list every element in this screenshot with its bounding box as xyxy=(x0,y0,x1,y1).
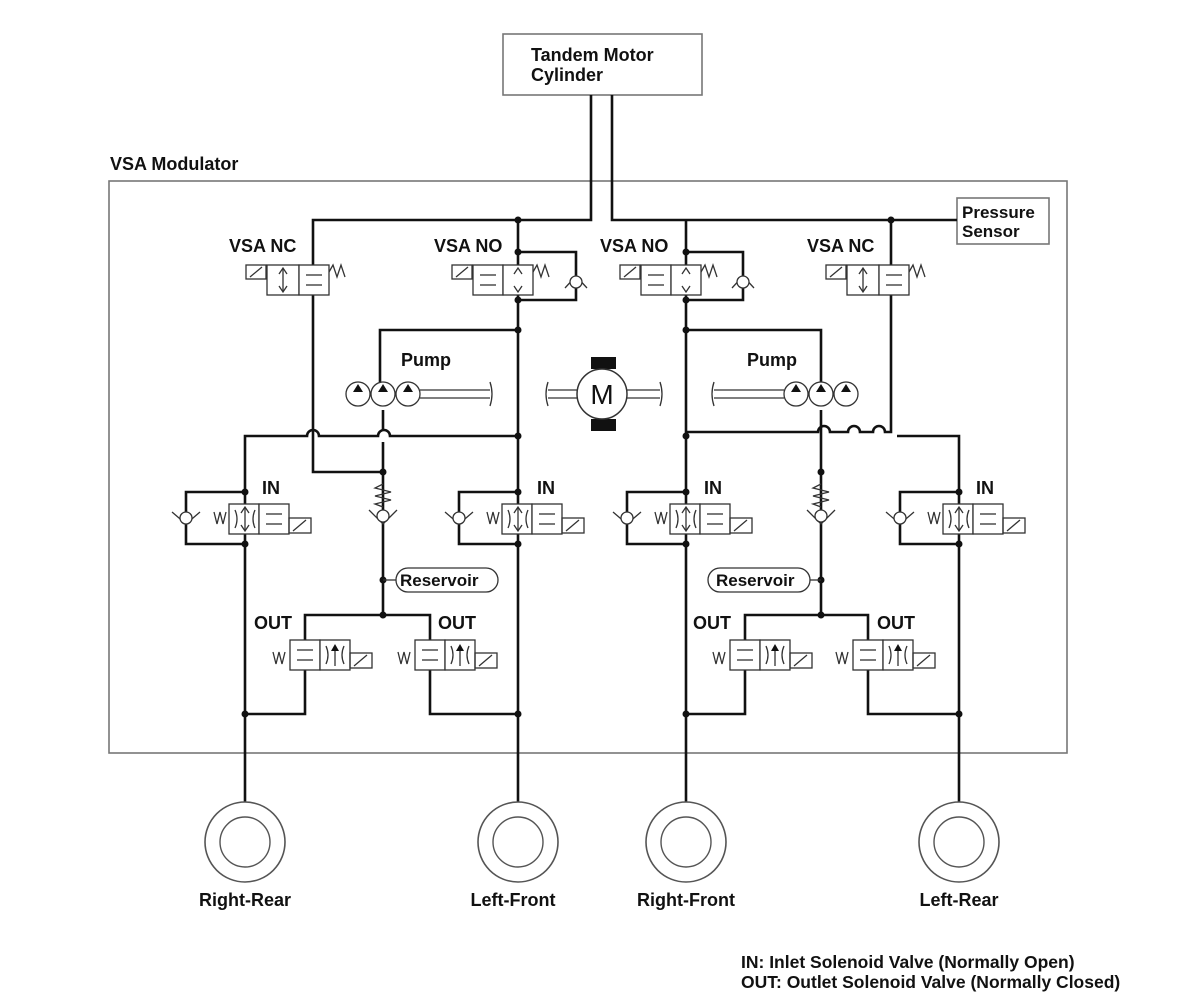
wheel-left-front: Left-Front xyxy=(471,801,559,910)
out-label-right-rear: OUT xyxy=(254,613,292,633)
pipe-circuit-right-feed xyxy=(610,95,957,222)
inlet-valve-right-rear: IN xyxy=(171,478,312,535)
vsa-no-label-right: VSA NO xyxy=(600,236,668,256)
outlet-valve-right-front: OUT xyxy=(693,613,813,671)
vsa-no-label-left: VSA NO xyxy=(434,236,502,256)
pump-label-right: Pump xyxy=(747,350,797,370)
pressure-sensor-box xyxy=(956,197,1050,245)
wheel-label-left-rear: Left-Rear xyxy=(919,890,998,910)
in-label-right-front: IN xyxy=(704,478,722,498)
legend-in-note: IN: Inlet Solenoid Valve (Normally Open) xyxy=(741,952,1075,972)
vsa-modulator-frame xyxy=(108,180,1068,754)
pump-right: Pump xyxy=(711,350,859,407)
inlet-valve-left-front: IN xyxy=(444,478,585,535)
vsa-nc-valve-left: VSA NC xyxy=(229,236,346,296)
pipe-right-nc-return xyxy=(686,220,893,434)
pump-left: Pump xyxy=(345,350,493,407)
wheel-right-front: Right-Front xyxy=(637,801,735,910)
pressure-sensor-label-2: Sensor xyxy=(962,222,1020,241)
reservoir-label-left: Reservoir xyxy=(400,571,479,590)
pressure-sensor: Pressure Sensor xyxy=(956,197,1050,245)
pipe-right-pump-outlet xyxy=(686,328,823,390)
tandem-motor-cylinder: Tandem Motor Cylinder xyxy=(502,33,703,96)
pipe-left-crossover xyxy=(243,428,518,802)
junction-nodes xyxy=(241,216,963,718)
tandem-motor-cylinder-label-1: Tandem Motor xyxy=(531,45,654,65)
hydraulic-lines xyxy=(184,95,961,802)
wheel-label-right-front: Right-Front xyxy=(637,890,735,910)
reservoir-right: Reservoir xyxy=(707,567,821,593)
vsa-modulator-label: VSA Modulator xyxy=(110,154,238,174)
in-label-left-front: IN xyxy=(537,478,555,498)
pipe-left-pump-outlet xyxy=(378,328,518,390)
out-label-left-rear: OUT xyxy=(877,613,915,633)
check-valve-right xyxy=(806,483,836,525)
tandem-motor-cylinder-box xyxy=(502,33,703,96)
pipe-circuit-left-feed xyxy=(311,95,593,474)
wheel-left-rear: Left-Rear xyxy=(918,801,1000,910)
pipe-left-rear-main xyxy=(897,434,961,802)
legend-notes: IN: Inlet Solenoid Valve (Normally Open)… xyxy=(741,952,1120,992)
pressure-sensor-label-1: Pressure xyxy=(962,203,1035,222)
motor-label: M xyxy=(590,379,613,410)
outlet-valve-right-rear: OUT xyxy=(254,613,373,671)
reservoir-left: Reservoir xyxy=(383,567,499,593)
motor-icon xyxy=(576,368,628,420)
vsa-nc-label-right: VSA NC xyxy=(807,236,874,256)
tandem-motor-cylinder-label-2: Cylinder xyxy=(531,65,603,85)
wheel-label-left-front: Left-Front xyxy=(471,890,556,910)
vsa-nc-valve-right: VSA NC xyxy=(807,236,926,296)
inlet-valve-right-front: IN xyxy=(612,478,753,535)
inlet-valve-left-rear: IN xyxy=(885,478,1026,535)
vsa-no-valve-left: VSA NO xyxy=(434,236,588,296)
reservoir-label-right: Reservoir xyxy=(716,571,795,590)
in-label-right-rear: IN xyxy=(262,478,280,498)
legend-out-note: OUT: Outlet Solenoid Valve (Normally Clo… xyxy=(741,972,1120,992)
outlet-valve-left-rear: OUT xyxy=(835,613,936,671)
out-label-right-front: OUT xyxy=(693,613,731,633)
vsa-no-valve-right: VSA NO xyxy=(600,236,755,296)
wheel-label-right-rear: Right-Rear xyxy=(199,890,291,910)
check-valve-left xyxy=(368,483,398,525)
out-label-left-front: OUT xyxy=(438,613,476,633)
wheel-right-rear: Right-Rear xyxy=(199,801,291,910)
vsa-nc-label-left: VSA NC xyxy=(229,236,296,256)
in-label-left-rear: IN xyxy=(976,478,994,498)
outlet-valve-left-front: OUT xyxy=(397,613,498,671)
pump-label-left: Pump xyxy=(401,350,451,370)
motor: M xyxy=(545,357,663,431)
